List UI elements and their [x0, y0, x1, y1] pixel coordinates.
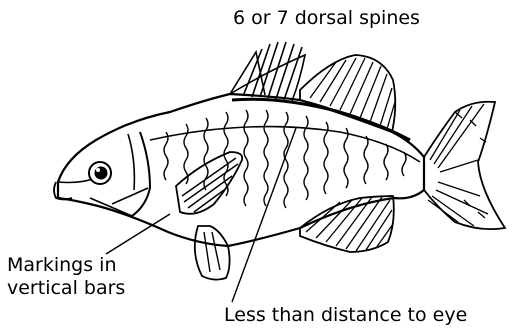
soft-dorsal-fin	[300, 55, 395, 132]
markings-label-line2: vertical bars	[7, 277, 125, 300]
tail-fin	[424, 102, 505, 229]
dorsal-spines	[230, 42, 305, 101]
eye-distance-label: Less than distance to eye	[224, 304, 467, 327]
dorsal-spines-label: 6 or 7 dorsal spines	[233, 7, 420, 30]
anal-fin	[300, 196, 394, 252]
pelvic-fin	[195, 226, 230, 280]
body-markings	[150, 99, 420, 208]
markings-label-line1: Markings in	[7, 254, 125, 277]
eye	[89, 162, 111, 184]
markings-label: Markings in vertical bars	[7, 254, 125, 300]
